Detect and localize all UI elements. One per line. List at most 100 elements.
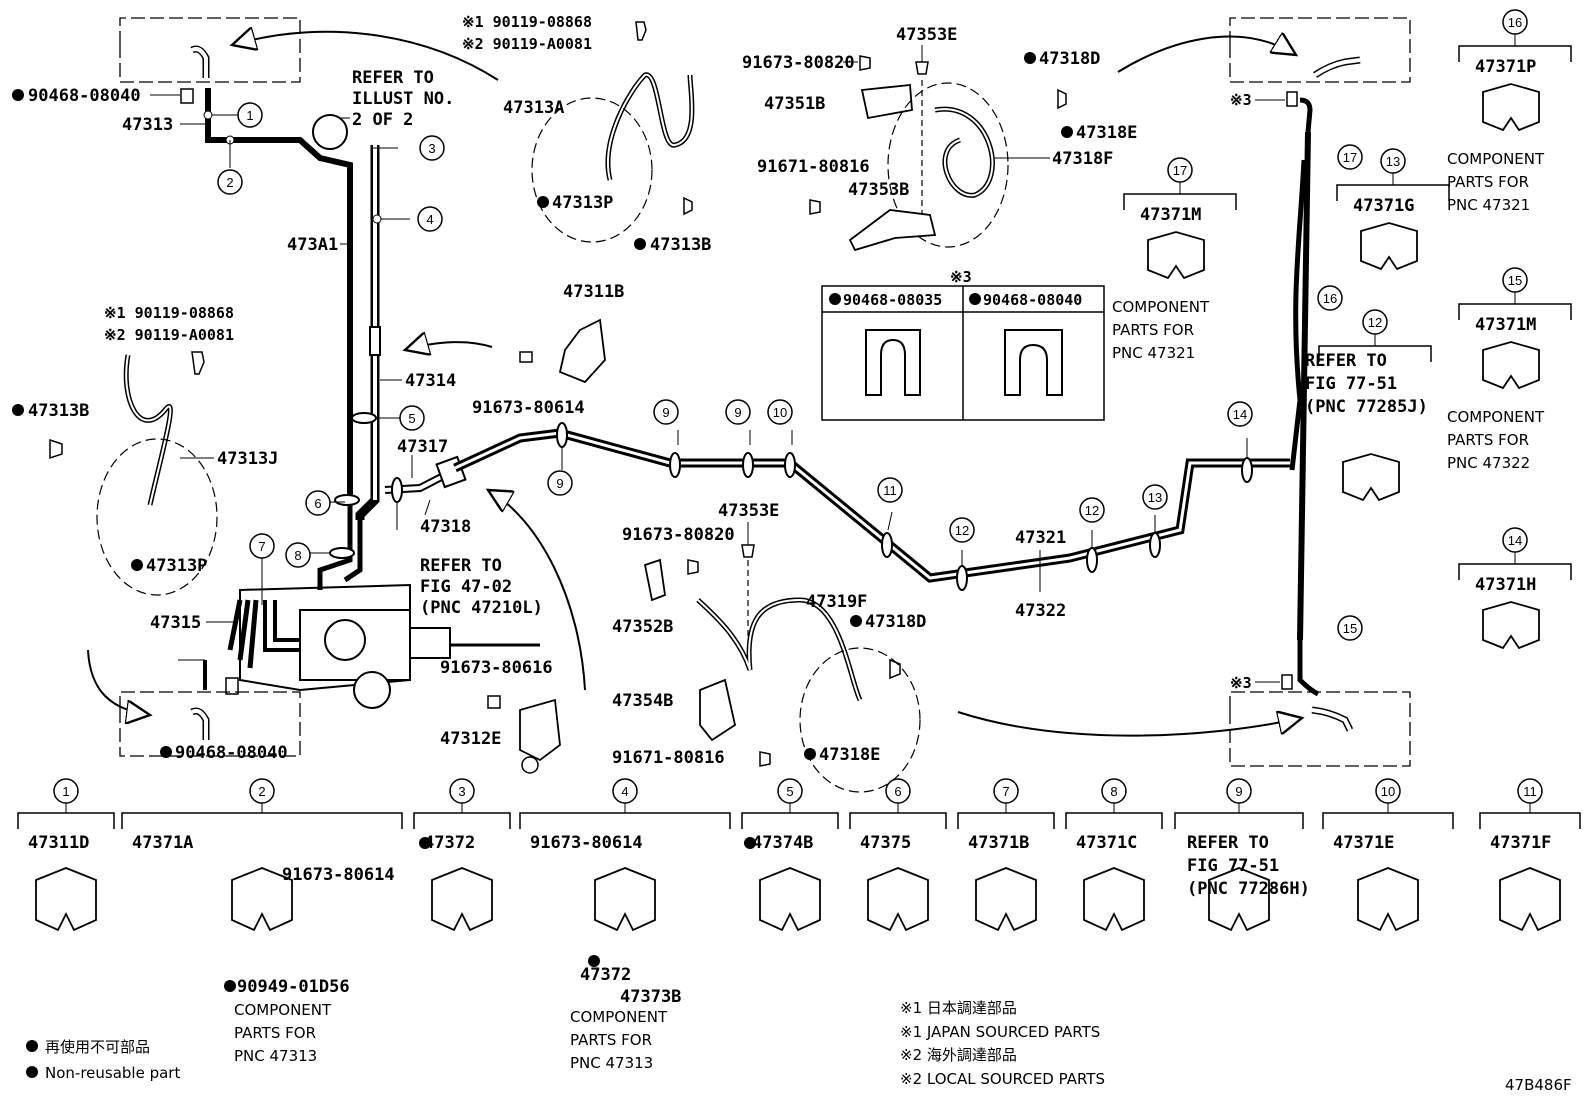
refer-fig4702-line1: REFER TO <box>420 556 502 576</box>
legend-dot <box>26 1066 38 1078</box>
bottom-part-num: 2 <box>258 784 265 799</box>
clip-part-icon <box>1147 231 1205 280</box>
callout-number: 12 <box>1085 503 1099 518</box>
side-part-desc-line: REFER TO <box>1305 351 1387 371</box>
clip-part-icon <box>1360 222 1418 271</box>
note3-ref-top: ※3 <box>1230 91 1252 109</box>
label-91673-80820-mid: 91673-80820 <box>622 525 735 545</box>
bottom-part-code: 47374B <box>752 833 813 853</box>
callout-9: 9 <box>653 399 679 425</box>
flow-arrow-top-left <box>232 32 499 81</box>
label-47318: 47318 <box>420 517 471 537</box>
callout-number: 1 <box>246 108 253 123</box>
bracket-47312E <box>519 698 561 762</box>
side-part-code: 47371M <box>1140 205 1201 225</box>
bottom-part-num: 10 <box>1381 784 1395 799</box>
clip-part-icon <box>1482 83 1540 132</box>
bracket-47311B <box>558 318 606 384</box>
bottom-part-desc-line: FIG 77-51 <box>1187 856 1279 876</box>
label-91673-80614-mid: 91673-80614 <box>472 398 585 418</box>
callout-number: 4 <box>426 212 433 227</box>
callout-3: 3 <box>419 135 445 161</box>
legend-en: Non-reusable part <box>45 1064 180 1082</box>
label-91673-80820-top: 91673-80820 <box>742 53 855 73</box>
note-local_en: ※2 LOCAL SOURCED PARTS <box>900 1070 1105 1088</box>
side-part-desc-line: PNC 47321 <box>1447 196 1530 214</box>
bottom-part-num: 11 <box>1523 784 1537 799</box>
note-japan-bolt-left: ※1 90119-08868 <box>104 304 234 322</box>
bolt-icon-left <box>191 351 205 375</box>
label-91673-80616: 91673-80616 <box>440 658 553 678</box>
bottom-part-sub2: 47373B <box>620 987 681 1007</box>
label-47313B-left: 47313B <box>28 401 89 421</box>
note3-title: ※3 <box>950 268 972 286</box>
side-part-16: 16 47371P COMPONENT PARTS FOR PNC 47321 <box>1447 9 1572 214</box>
side-part-desc-line: PARTS FOR <box>1112 321 1194 339</box>
callout-5: 5 <box>399 405 425 431</box>
callout-15: 15 <box>1337 615 1363 641</box>
side-part-desc-line: PARTS FOR <box>1447 173 1529 191</box>
legend-dot <box>26 1040 38 1052</box>
clip-part-icon <box>231 867 293 932</box>
refer-fig4702-line3: (PNC 47210L) <box>420 598 543 618</box>
callout-16: 16 <box>1317 285 1343 311</box>
clip-part-icon <box>1482 341 1540 390</box>
bracket-47353B <box>848 209 937 252</box>
bottom-part-desc-line: REFER TO <box>1187 833 1269 853</box>
side-part-desc-line: COMPONENT <box>1447 150 1545 168</box>
bottom-part-num: 6 <box>894 784 901 799</box>
callout-4: 4 <box>417 206 443 232</box>
label-90468-bottom: 90468-08040 <box>175 743 288 763</box>
callout-number: 5 <box>408 411 415 426</box>
non-reusable-dot <box>588 955 600 967</box>
note3-table: 90468-08035 90468-08040 <box>821 285 1105 421</box>
bottom-part-num: 3 <box>458 784 465 799</box>
callout-number: 10 <box>773 405 787 420</box>
label-47319F: 47319F <box>806 592 867 612</box>
bottom-part-desc-line: COMPONENT <box>234 1001 332 1019</box>
bracket-47354B <box>699 678 737 742</box>
legend-cn: 再使用不可部品 <box>45 1038 150 1056</box>
clip-part-icon <box>1357 867 1419 932</box>
bottom-part-code: 47371B <box>968 833 1029 853</box>
side-part-code: 47371P <box>1475 57 1536 77</box>
clip-part-icon <box>1083 867 1145 932</box>
refer-illust-line3: 2 OF 2 <box>352 110 413 130</box>
refer-illust-line2: ILLUST NO. <box>352 89 454 109</box>
label-47313P-top: 47313P <box>552 193 613 213</box>
hose-47318F <box>934 106 995 198</box>
bottom-part-code: 91673-80614 <box>530 833 643 853</box>
side-part-num: 16 <box>1508 15 1522 30</box>
label-47313P-left: 47313P <box>146 556 207 576</box>
side-part-num: 13 <box>1386 154 1400 169</box>
callout-number: 14 <box>1233 407 1247 422</box>
label-47353E-top: 47353E <box>896 25 957 45</box>
callout-9: 9 <box>547 470 573 496</box>
callout-number: 6 <box>314 496 321 511</box>
callout-number: 8 <box>294 548 301 563</box>
label-47353B: 47353B <box>848 180 909 200</box>
note3-right-code: 90468-08040 <box>983 291 1082 309</box>
side-part-desc-line: (PNC 77285J) <box>1305 397 1428 417</box>
inset-box-bottom-right <box>1229 691 1411 767</box>
label-47311B: 47311B <box>563 282 624 302</box>
label-47318E-top: 47318E <box>1076 123 1137 143</box>
callout-17: 17 <box>1337 144 1363 170</box>
label-47317: 47317 <box>397 437 448 457</box>
clip-part-icon <box>1208 867 1270 932</box>
side-part-num: 17 <box>1173 163 1187 178</box>
callout-number: 15 <box>1343 621 1357 636</box>
callout-number: 7 <box>258 539 265 554</box>
side-part-code: 47371H <box>1475 575 1536 595</box>
abs-actuator-47315 <box>227 583 540 709</box>
clip-part-icon <box>1342 453 1400 502</box>
note3-left-code: 90468-08035 <box>843 291 942 309</box>
bottom-part-sub2: 90949-01D56 <box>237 977 350 997</box>
